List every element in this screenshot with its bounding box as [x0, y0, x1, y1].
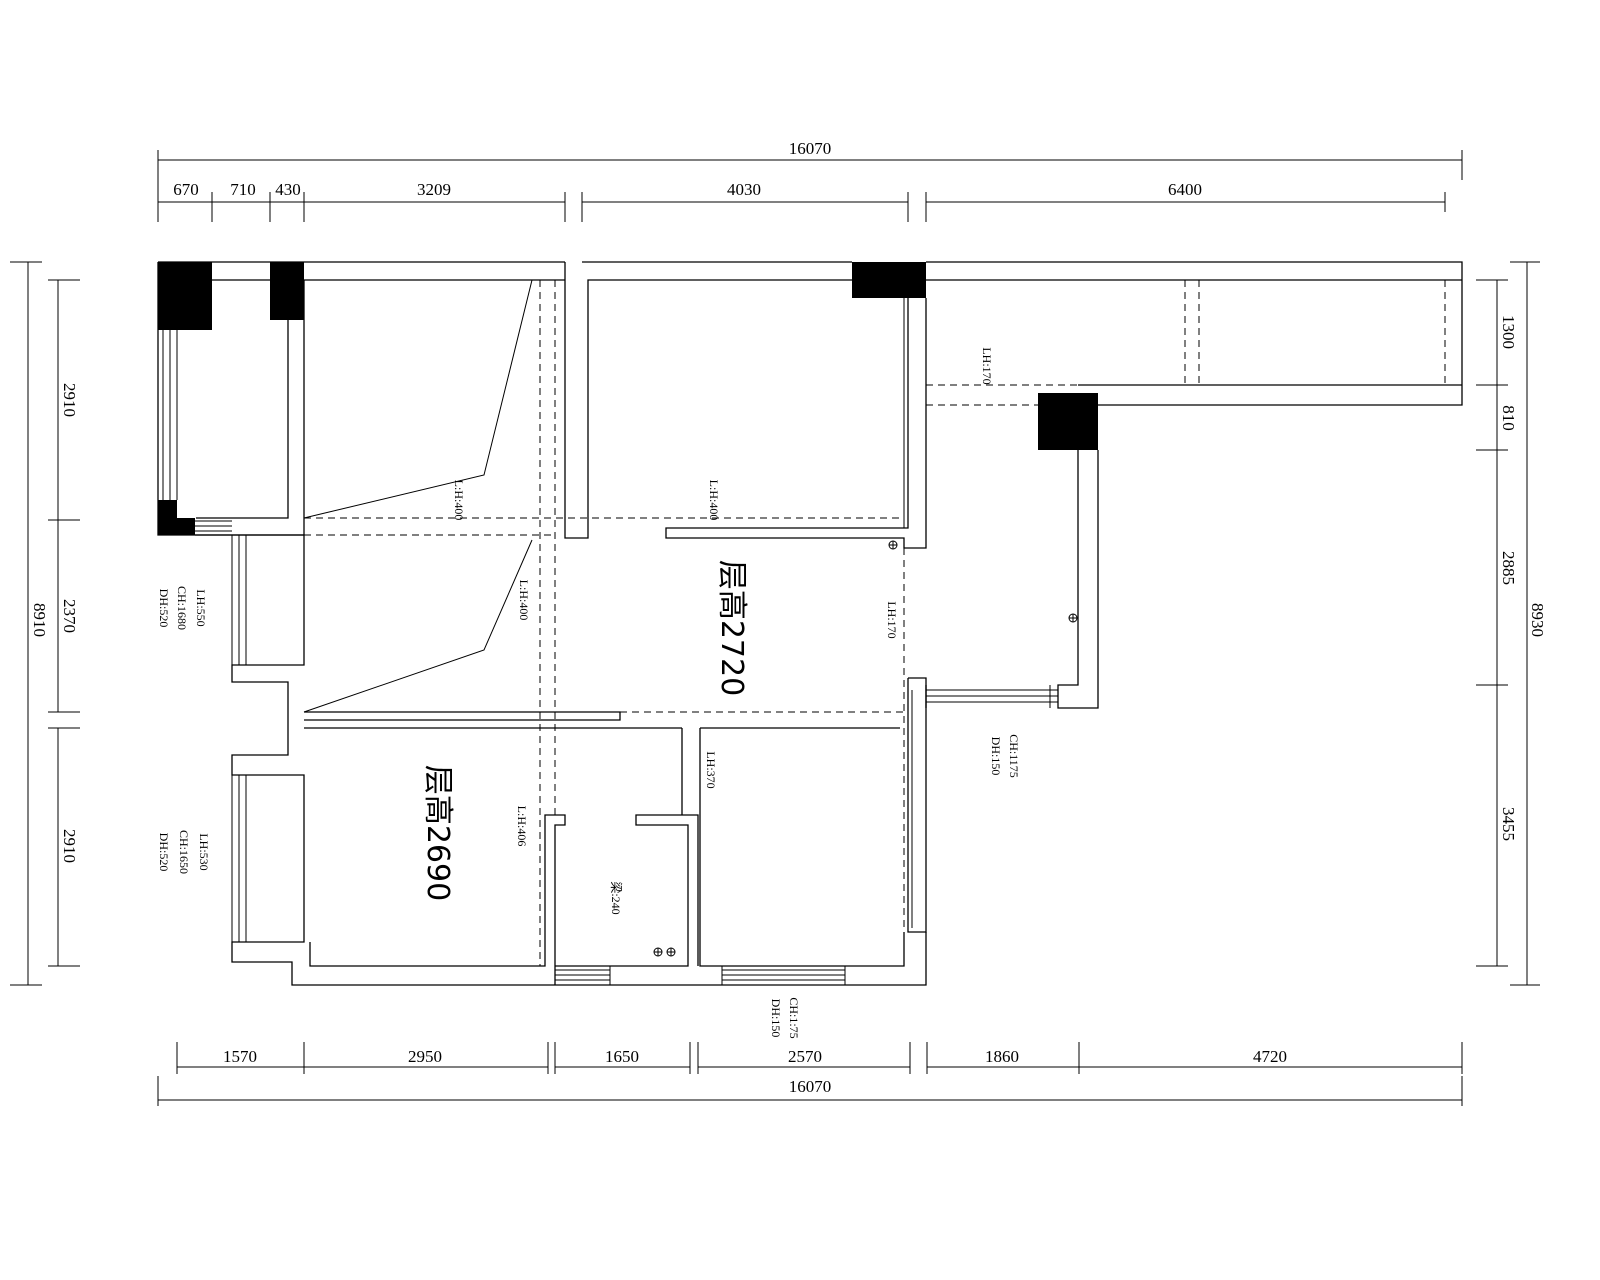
bottom-dim-2: 2950: [408, 1047, 442, 1066]
top-dim-5: 4030: [727, 180, 761, 199]
window-left-upper-ch: CH:1680: [175, 586, 189, 630]
fixture-symbols: [653, 540, 1078, 957]
top-dim-1: 670: [173, 180, 199, 199]
right-dim-2: 810: [1499, 405, 1518, 431]
window-left-lower-lh: LH:530: [197, 833, 211, 870]
bottom-dim-5: 1860: [985, 1047, 1019, 1066]
top-dim-2: 710: [230, 180, 256, 199]
ceiling-height-label-bedroom: 层高2690: [420, 765, 455, 901]
top-dimension-lines: [157, 150, 1463, 222]
bottom-dim-1: 1570: [223, 1047, 257, 1066]
walls: [157, 261, 1463, 986]
right-dim-1: 1300: [1499, 315, 1518, 349]
beam-label-bedroom: L:H:406: [515, 806, 529, 847]
left-dim-1: 2910: [60, 383, 79, 417]
beam-label-right-corridor: LH:170: [980, 347, 994, 384]
structural-columns: [158, 262, 1098, 535]
bottom-dim-6: 4720: [1253, 1047, 1287, 1066]
window-left-upper-lh: LH:550: [194, 589, 208, 626]
window-bottom-dh: DH:150: [769, 999, 783, 1038]
bottom-dim-4: 2570: [788, 1047, 822, 1066]
ceiling-height-label-main: 层高2720: [714, 560, 749, 696]
window-left-lower-ch: CH:1650: [177, 830, 191, 874]
beam-label-upper-mid: L:H:400: [707, 480, 721, 521]
column-left-corner: [158, 500, 195, 535]
right-dim-3: 2885: [1499, 551, 1518, 585]
window-right-dh: DH:150: [989, 737, 1003, 776]
column-top-left: [158, 262, 212, 330]
top-dim-3: 430: [275, 180, 301, 199]
window-right-ch: CH:1175: [1007, 734, 1021, 778]
ceiling-slope-lines: [303, 279, 533, 713]
beam-lines: [304, 280, 1446, 966]
window-bottom-ch: CH:1:75: [787, 997, 801, 1038]
left-dimension-lines: [10, 261, 80, 986]
window-left-lower-dh: DH:520: [157, 833, 171, 872]
column-right: [1038, 393, 1098, 450]
beam-label-kitchen: LH:370: [704, 751, 718, 788]
bottom-total-dim: 16070: [789, 1077, 832, 1096]
bottom-dimension-lines: [157, 1042, 1463, 1106]
left-dim-3: 2910: [60, 829, 79, 863]
left-dim-2: 2370: [60, 599, 79, 633]
top-dim-6: 6400: [1168, 180, 1202, 199]
right-dimension-lines: [1476, 261, 1540, 986]
window-left-upper-dh: DH:520: [157, 589, 171, 628]
right-total-dim: 8930: [1528, 603, 1547, 637]
beam-label-living-vertical: LH:170: [885, 601, 899, 638]
top-dim-4: 3209: [417, 180, 451, 199]
left-total-dim: 8910: [30, 603, 49, 637]
top-total-dim: 16070: [789, 139, 832, 158]
kitchen-note: 梁:240: [609, 881, 624, 914]
column-top-second: [270, 262, 304, 320]
right-dim-4: 3455: [1499, 807, 1518, 841]
beam-label-upper-left: L:H:400: [452, 480, 466, 521]
beam-label-living-left: L:H:400: [517, 580, 531, 621]
column-top-middle: [852, 262, 926, 298]
bottom-dim-3: 1650: [605, 1047, 639, 1066]
